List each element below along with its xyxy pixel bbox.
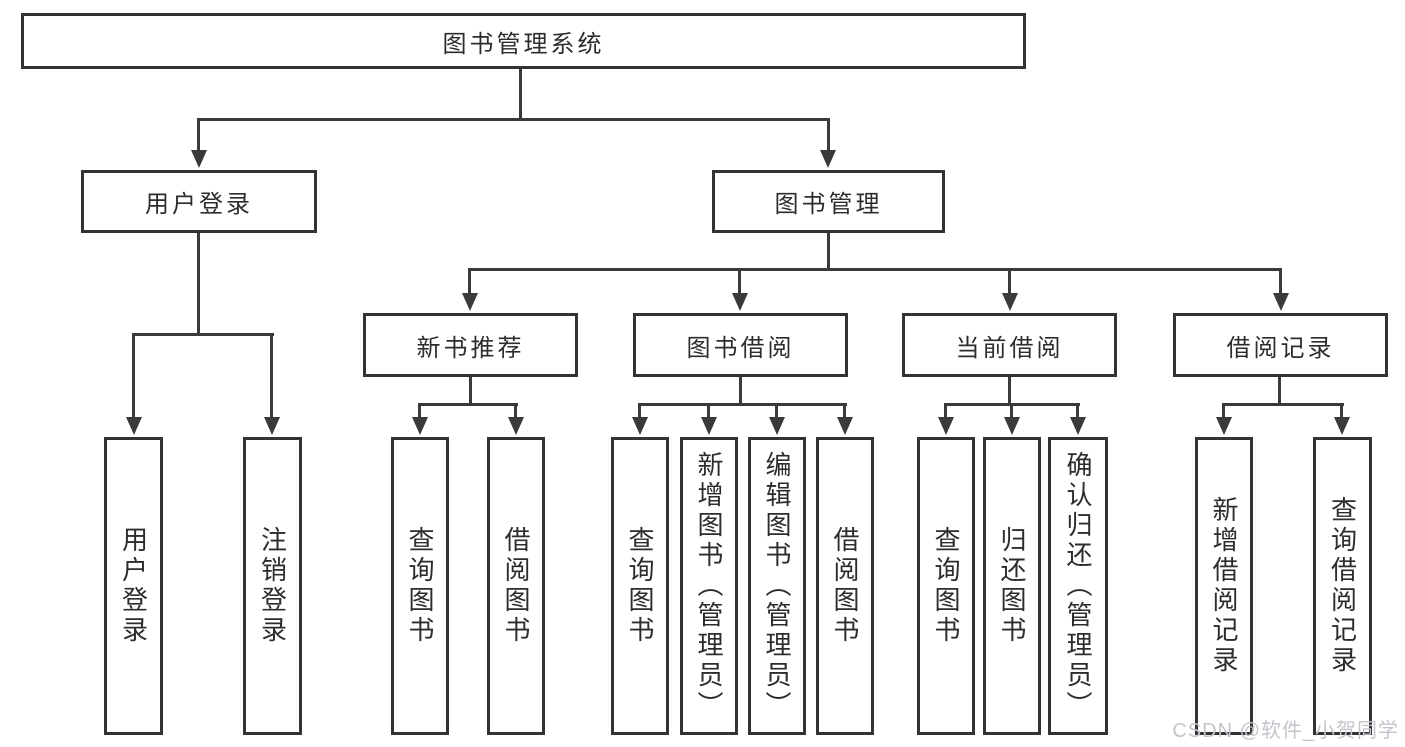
arrow-down-icon <box>632 417 648 435</box>
node-label: 新增图书（管理员） <box>694 451 724 721</box>
tree-line <box>418 403 421 419</box>
leaf-query-borrow-record: 查询借阅记录 <box>1313 437 1372 735</box>
node-label: 查询图书 <box>931 526 961 646</box>
tree-line <box>1278 377 1281 406</box>
leaf-user-login: 用户登录 <box>104 437 163 735</box>
node-label: 图书管理系统 <box>442 30 605 58</box>
leaf-confirm-return-admin: 确认归还（管理员） <box>1048 437 1108 735</box>
node-label: 查询图书 <box>625 526 655 646</box>
tree-line <box>1008 268 1011 295</box>
tree-line <box>1010 403 1013 419</box>
arrow-down-icon <box>508 417 524 435</box>
node-new-book-recommend: 新书推荐 <box>363 313 578 377</box>
node-label: 用户登录 <box>118 526 149 646</box>
tree-line <box>775 403 778 419</box>
arrow-down-icon <box>191 150 207 168</box>
leaf-borrow-books: 借阅图书 <box>816 437 874 735</box>
node-label: 借阅图书 <box>501 526 531 646</box>
node-book-borrowing: 图书借阅 <box>633 313 848 377</box>
arrow-down-icon <box>820 150 836 168</box>
arrow-down-icon <box>412 417 428 435</box>
tree-line <box>638 403 847 406</box>
tree-line <box>1340 403 1343 419</box>
tree-line <box>1222 403 1344 406</box>
tree-line <box>514 403 517 419</box>
node-label: 借阅图书 <box>830 526 860 646</box>
node-label: 用户登录 <box>145 191 253 218</box>
tree-line <box>1008 377 1011 406</box>
tree-line <box>197 118 830 121</box>
tree-line <box>1222 403 1225 419</box>
node-book-management: 图书管理 <box>712 170 945 233</box>
tree-line <box>270 333 273 419</box>
arrow-down-icon <box>1216 417 1232 435</box>
leaf-query-books-current: 查询图书 <box>917 437 975 735</box>
tree-line <box>468 268 471 295</box>
leaf-query-books-borrow: 查询图书 <box>611 437 669 735</box>
arrow-down-icon <box>701 417 717 435</box>
node-label: 借阅记录 <box>1226 334 1335 362</box>
node-user-login: 用户登录 <box>81 170 317 233</box>
leaf-query-books-recommend: 查询图书 <box>391 437 449 735</box>
node-label: 归还图书 <box>997 526 1027 646</box>
leaf-borrow-books-recommend: 借阅图书 <box>487 437 545 735</box>
tree-line <box>707 403 710 419</box>
leaf-logout: 注销登录 <box>243 437 302 735</box>
node-label: 确认归还（管理员） <box>1063 451 1093 721</box>
watermark: CSDN @软件_小贺同学 <box>1172 720 1399 742</box>
tree-line <box>827 118 830 152</box>
tree-line <box>418 403 518 406</box>
tree-line <box>132 333 135 419</box>
tree-line <box>638 403 641 419</box>
tree-line <box>944 403 947 419</box>
node-label: 当前借阅 <box>955 334 1064 362</box>
arrow-down-icon <box>126 417 142 435</box>
leaf-add-borrow-record: 新增借阅记录 <box>1195 437 1253 735</box>
node-root: 图书管理系统 <box>21 13 1026 69</box>
arrow-down-icon <box>1273 293 1289 311</box>
leaf-return-books: 归还图书 <box>983 437 1041 735</box>
node-current-borrowing: 当前借阅 <box>902 313 1117 377</box>
leaf-edit-books-admin: 编辑图书（管理员） <box>748 437 806 735</box>
arrow-down-icon <box>732 293 748 311</box>
tree-line <box>739 377 742 406</box>
node-label: 新书推荐 <box>416 334 525 362</box>
arrow-down-icon <box>1004 417 1020 435</box>
node-borrowing-records: 借阅记录 <box>1173 313 1388 377</box>
arrow-down-icon <box>462 293 478 311</box>
arrow-down-icon <box>1002 293 1018 311</box>
arrow-down-icon <box>938 417 954 435</box>
tree-line <box>132 333 274 336</box>
node-label: 图书管理 <box>774 191 883 218</box>
node-label: 查询借阅记录 <box>1327 496 1358 676</box>
tree-line <box>843 403 846 419</box>
arrow-down-icon <box>1334 417 1350 435</box>
tree-line <box>197 118 200 152</box>
tree-line <box>197 233 200 335</box>
node-label: 查询图书 <box>405 526 435 646</box>
arrow-down-icon <box>769 417 785 435</box>
tree-line <box>468 268 1282 271</box>
arrow-down-icon <box>1070 417 1086 435</box>
leaf-add-books-admin: 新增图书（管理员） <box>680 437 738 735</box>
node-label: 编辑图书（管理员） <box>762 451 792 721</box>
tree-line <box>519 69 522 120</box>
node-label: 注销登录 <box>257 526 288 646</box>
tree-line <box>827 233 830 270</box>
node-label: 图书借阅 <box>686 334 795 362</box>
node-label: 新增借阅记录 <box>1209 496 1239 676</box>
tree-line <box>738 268 741 295</box>
tree-line <box>469 377 472 406</box>
tree-line <box>1076 403 1079 419</box>
arrow-down-icon <box>264 417 280 435</box>
tree-line <box>1279 268 1282 295</box>
arrow-down-icon <box>837 417 853 435</box>
